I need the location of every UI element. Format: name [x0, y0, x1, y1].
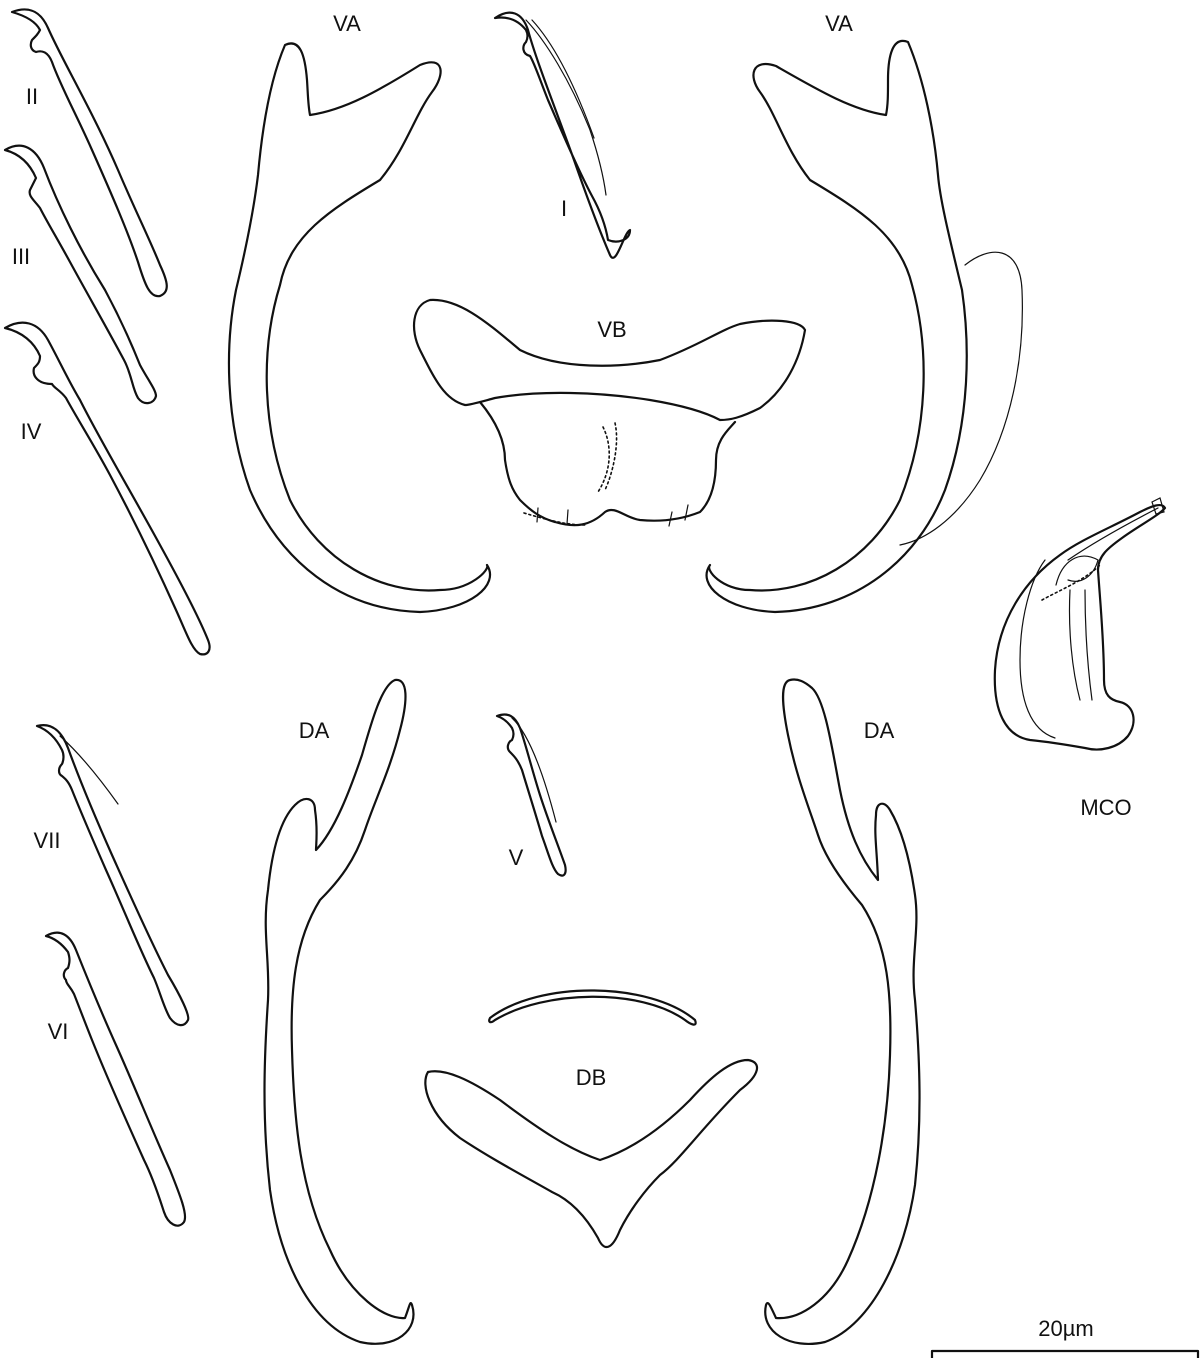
ventral-anchor-right-drawing — [705, 39, 1023, 614]
scale-bar-drawing — [930, 1349, 1200, 1358]
hook-4-drawing — [3, 321, 211, 656]
label-hook-5: V — [508, 845, 524, 870]
label-hook-6: VI — [47, 1019, 69, 1044]
label-ventral-anchor-right: VA — [825, 11, 853, 36]
hook-5-drawing — [495, 713, 567, 877]
hook-2-drawing — [10, 8, 168, 298]
dorsal-anchor-left-drawing — [263, 678, 415, 1345]
ventral-anchor-left-drawing — [227, 42, 492, 614]
dorsal-anchor-right-drawing — [764, 678, 921, 1345]
label-hook-4: IV — [20, 419, 42, 444]
label-hook-1: I — [560, 196, 568, 221]
label-ventral-anchor-left: VA — [333, 11, 361, 36]
label-hook-7: VII — [33, 828, 61, 853]
hook-1-drawing — [493, 11, 632, 259]
hook-7-drawing — [35, 724, 190, 1027]
label-hook-2: II — [25, 84, 39, 109]
hook-6-drawing — [44, 931, 187, 1227]
hook-3-drawing — [3, 144, 158, 405]
label-dorsal-bar: DB — [575, 1065, 607, 1090]
dorsal-bar-drawing — [424, 989, 758, 1248]
label-hook-3: III — [11, 244, 31, 269]
mco-drawing — [993, 497, 1167, 751]
label-mco: MCO — [1080, 795, 1132, 820]
label-dorsal-anchor-left: DA — [298, 718, 330, 743]
label-ventral-bar: VB — [597, 317, 627, 342]
ventral-bar-drawing — [413, 298, 807, 527]
scale-bar-label: 20µm — [1038, 1316, 1094, 1341]
label-dorsal-anchor-right: DA — [863, 718, 895, 743]
